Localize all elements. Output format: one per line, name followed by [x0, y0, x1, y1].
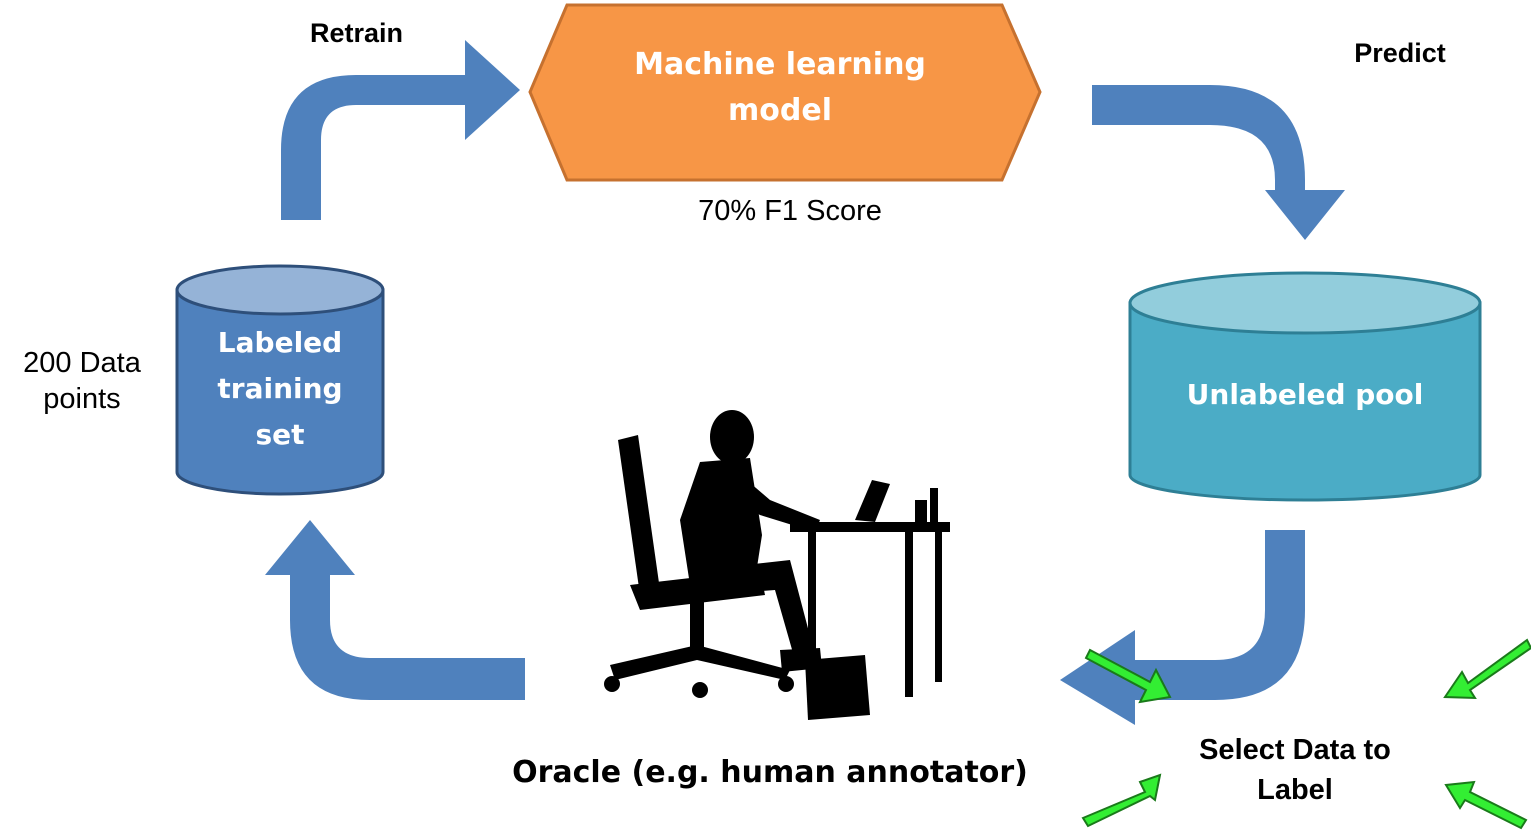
green-arrow-icon — [1444, 780, 1528, 830]
unlabeled-pool-node — [1128, 271, 1482, 502]
predict-label: Predict — [1354, 38, 1446, 68]
labeled-set-node — [175, 264, 385, 496]
retrain-arrow — [281, 40, 520, 220]
retrain-label: Retrain — [310, 18, 404, 48]
label-arrow — [265, 520, 525, 700]
green-arrow-icon — [1084, 648, 1172, 704]
data-points-label: 200 Data points — [23, 347, 141, 415]
unlabeled-pool-label: Unlabeled pool — [1186, 378, 1424, 411]
model-node — [528, 3, 1042, 182]
f1-score-label: 70% F1 Score — [698, 195, 882, 227]
green-arrow-icon — [1081, 773, 1162, 828]
oracle-label: Oracle (e.g. human annotator) — [512, 755, 1028, 790]
select-data-label: Select Data to Label — [1199, 734, 1391, 806]
green-arrow-icon — [1443, 638, 1531, 700]
select-arrow — [1060, 530, 1305, 725]
predict-arrow — [1092, 85, 1345, 240]
model-label: Machine learning model — [634, 47, 926, 128]
annotator-icon — [604, 410, 950, 720]
labeled-set-label: Labeled training set — [217, 326, 343, 451]
